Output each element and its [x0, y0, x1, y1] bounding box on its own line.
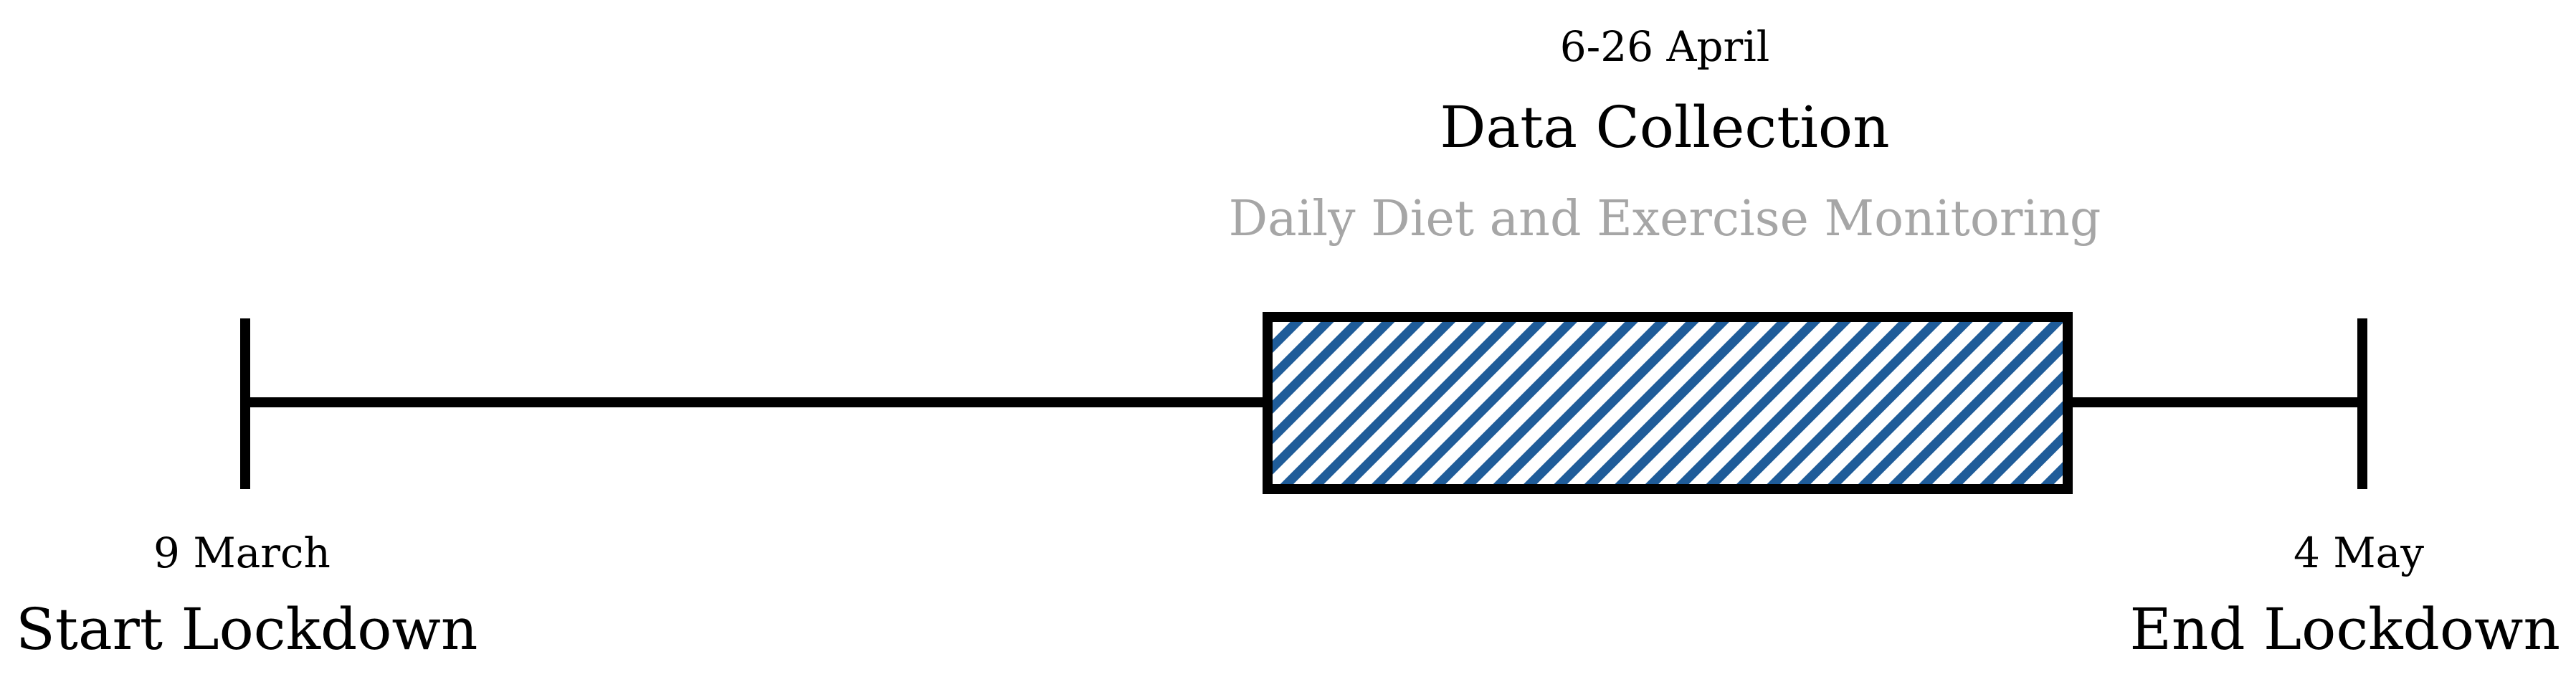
end-label: End Lockdown	[2129, 596, 2560, 663]
start-label: Start Lockdown	[16, 596, 478, 663]
period-activity: Daily Diet and Exercise Monitoring	[1228, 191, 2101, 247]
period-title: Data Collection	[1440, 94, 1890, 161]
end-date: 4 May	[2293, 529, 2425, 577]
start-date: 9 March	[153, 529, 331, 577]
period-dates: 6-26 April	[1559, 22, 1770, 71]
data-collection-period-box	[1263, 312, 2073, 494]
